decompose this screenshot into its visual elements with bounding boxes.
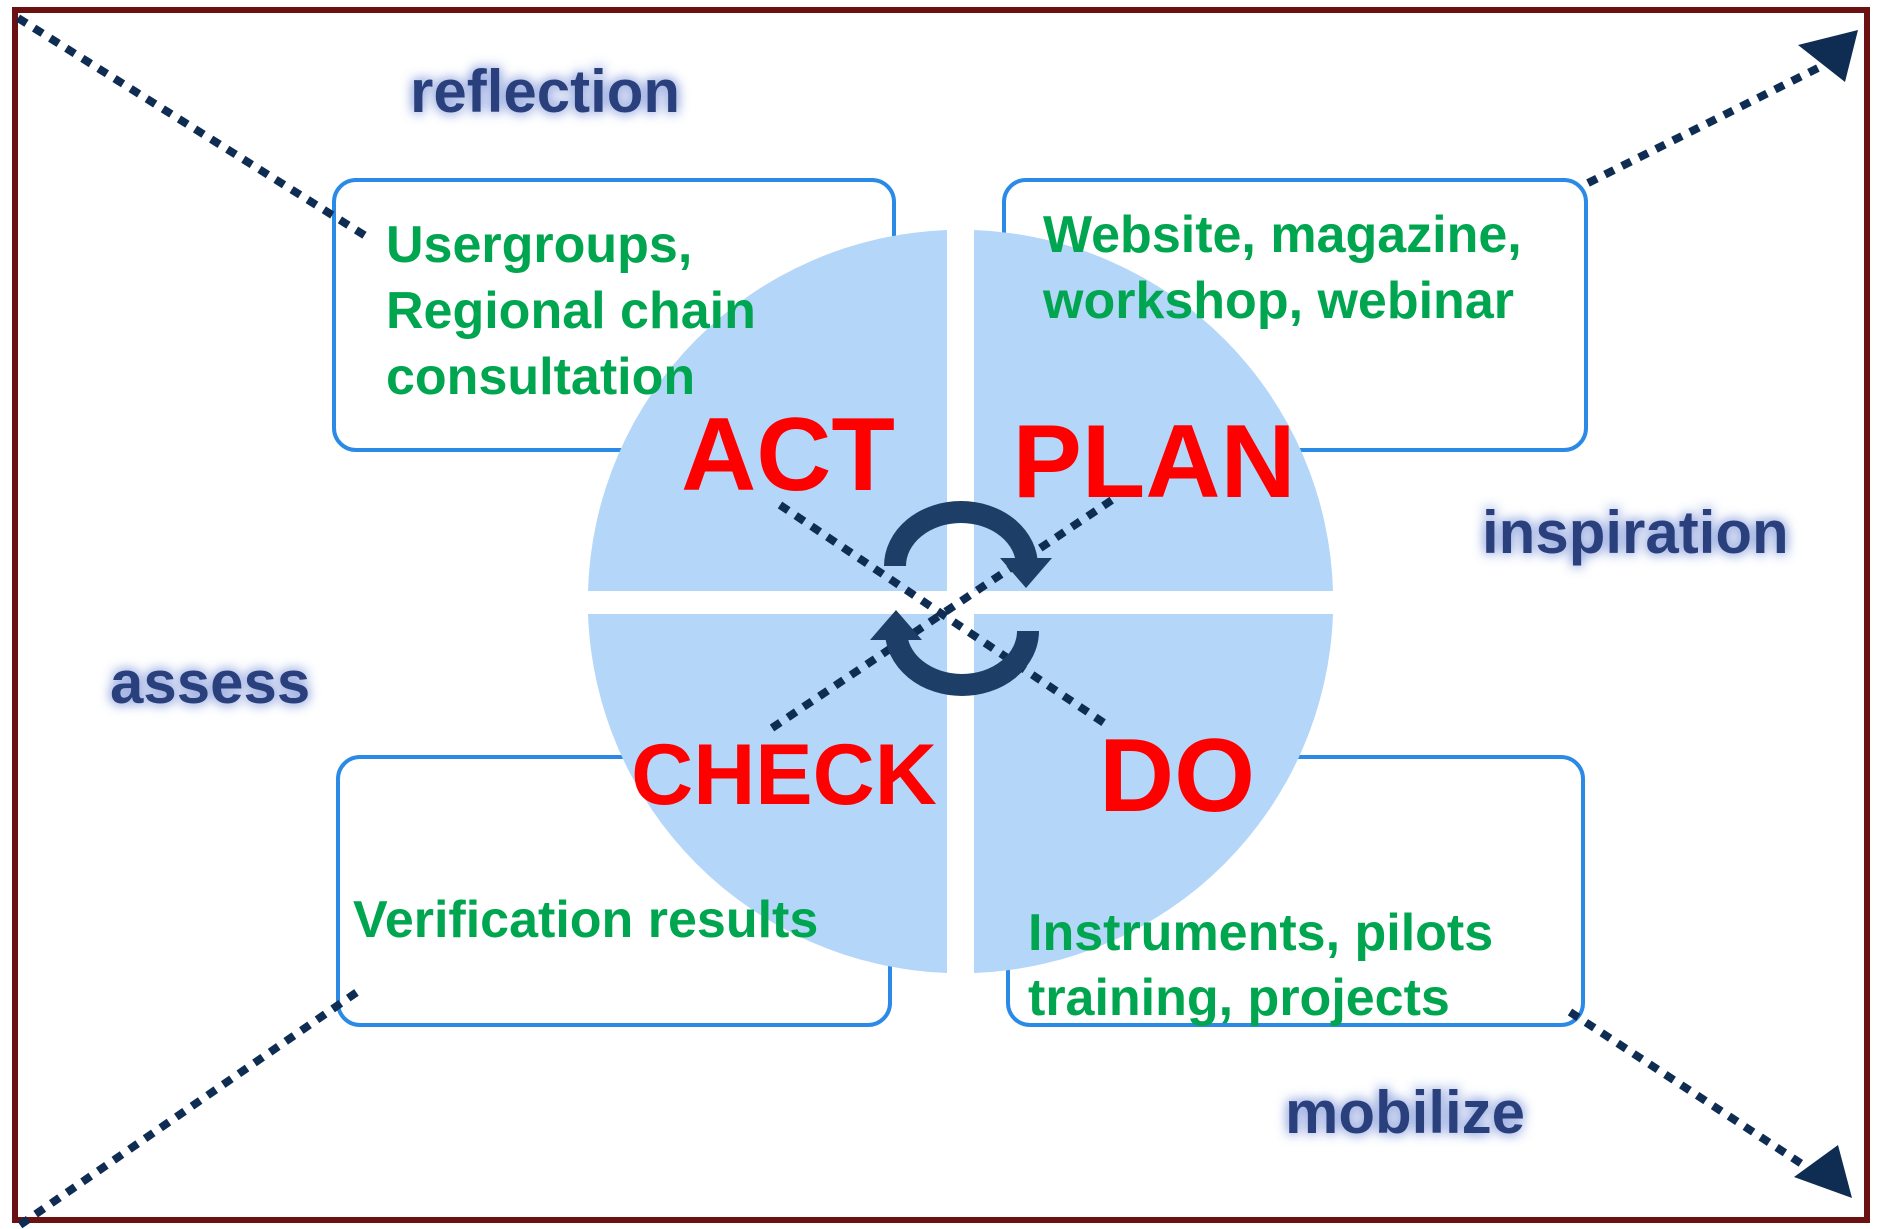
plan-box-line-1: Website, magazine, <box>1043 206 1522 264</box>
cycle-arrow-head <box>1000 558 1052 588</box>
check-title: CHECK <box>631 727 937 823</box>
do-box-line-1: Instruments, pilots <box>1028 904 1493 962</box>
act-box-line-2: Regional chain <box>386 282 756 340</box>
check-box-line-1: Verification results <box>353 891 818 949</box>
plan-box-line-2: workshop, webinar <box>1042 272 1514 330</box>
cycle-arrows-icon <box>884 501 1039 696</box>
diag-top-right <box>1586 64 1820 187</box>
do-title: DO <box>1099 718 1255 834</box>
act-quadrant <box>588 230 947 591</box>
check-quadrant <box>588 614 947 973</box>
do-box-line-2: training, projects <box>1028 969 1450 1027</box>
diag-bottom-right <box>1567 1008 1811 1172</box>
act-box-line-1: Usergroups, <box>386 216 692 274</box>
diag-bottom-left <box>17 986 363 1229</box>
plan-title: PLAN <box>1012 404 1295 520</box>
diag-center-a <box>777 501 1110 729</box>
diag-top-left <box>15 14 375 244</box>
plan-quadrant <box>974 230 1333 591</box>
arrow-head-icon <box>1798 30 1858 82</box>
arrow-head-icon <box>1794 1145 1852 1198</box>
phase-mobilize: mobilize <box>1285 1079 1525 1146</box>
phase-assess: assess <box>110 649 310 716</box>
act-title: ACT <box>681 397 895 513</box>
cycle-arrow-head <box>870 610 922 640</box>
phase-reflection: reflection <box>410 58 680 125</box>
diagonal-arrows <box>15 14 1820 1229</box>
phase-inspiration: inspiration <box>1482 499 1789 566</box>
act-box-line-3: consultation <box>386 348 695 406</box>
do-quadrant <box>974 614 1333 973</box>
